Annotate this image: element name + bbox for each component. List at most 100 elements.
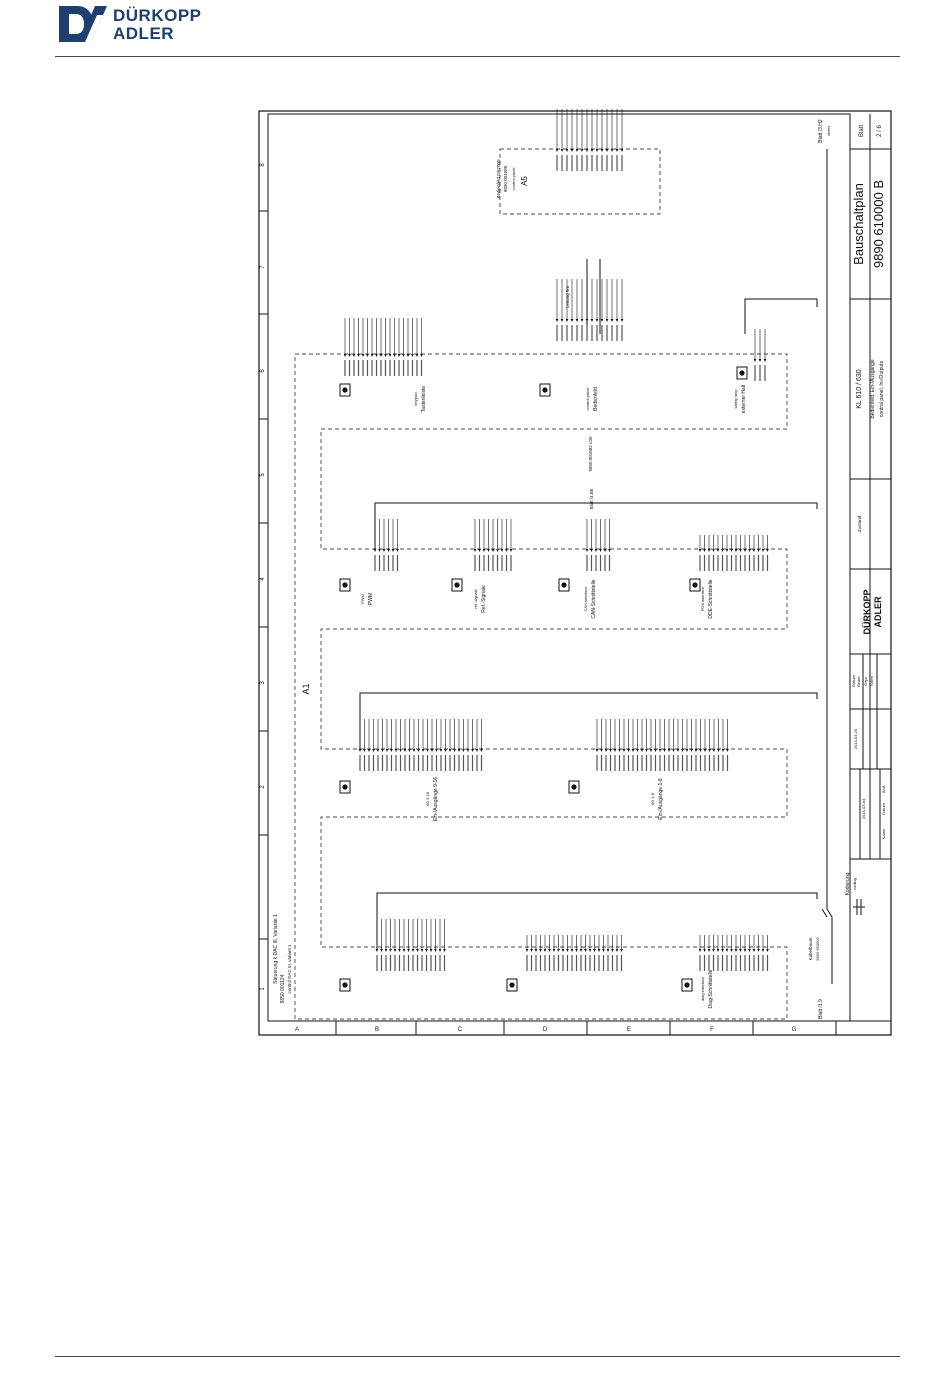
page-header: DÜRKOPP ADLER (0, 0, 950, 60)
description-de: Bedienfeld, Ein-/Ausgänge (870, 359, 876, 418)
pin-arrow (343, 354, 347, 357)
pin-arrow (726, 749, 729, 752)
machine-class: KL 610 / 630 (856, 369, 863, 409)
group-labels: Tastenleiste Bedienfeld externer Halt PW… (368, 384, 747, 1008)
pin-arrow (453, 749, 456, 752)
pin-arrow (555, 319, 559, 322)
pin-arrow (605, 319, 609, 322)
pin-arrow (752, 549, 756, 552)
pin-arrow (372, 749, 375, 752)
pin-arrow (721, 549, 724, 552)
pin-arrow (394, 749, 398, 752)
pin-arrow (539, 949, 542, 952)
row-letter-d: D (543, 1027, 548, 1033)
pin-arrow (667, 749, 671, 752)
controller-label-en: control DAC III, variant 1 (287, 944, 292, 994)
group-diag: Diag-Schnittstelle (708, 969, 714, 1008)
pin-arrow (382, 549, 386, 552)
pin-arrow (622, 749, 626, 752)
pin-arrow (730, 549, 733, 552)
pin-arrow (753, 359, 757, 362)
pin-arrow (393, 354, 396, 357)
pin-arrow (725, 949, 729, 952)
pin-arrow (509, 549, 513, 552)
row-letter-c: C (458, 1027, 463, 1033)
rev-label-aend: Änd. (881, 785, 886, 793)
pin-arrow (407, 949, 410, 952)
pin-arrow (636, 749, 639, 752)
pin-arrow (480, 749, 483, 752)
a1-label: A1 (301, 683, 311, 694)
title-block: Blatt 2 / 6 Bauschaltplan 9890 610000 B … (849, 114, 891, 1021)
pin-arrow (411, 354, 414, 357)
pin-arrow (761, 949, 765, 952)
wiring-diagram-sheet: A B C D E F G 8 7 6 5 4 3 2 1 (257, 109, 893, 1037)
pin-arrow (357, 354, 360, 357)
pin-arrow (580, 319, 584, 322)
coding-label-en: coding (852, 878, 857, 890)
pin-arrow (606, 949, 610, 952)
connector-glyph-dot-5 (692, 582, 698, 588)
pin-arrow (408, 749, 411, 752)
titleblock-label-norm: Norm (869, 675, 874, 685)
pin-arrow (645, 749, 648, 752)
pin-arrow (402, 354, 405, 357)
pin-arrow (721, 949, 724, 952)
pin-fan-5 (473, 519, 513, 571)
row-letters: A B C D E F G (295, 1027, 797, 1033)
pin-arrow (613, 749, 617, 752)
connector-glyph-dot-0 (342, 387, 348, 393)
blatt-ref-left-bottom: Blatt /1.9 (818, 999, 824, 1019)
pin-arrow (605, 149, 609, 152)
pin-arrow (730, 949, 733, 952)
pin-arrow (385, 749, 389, 752)
column-number-1: 1 (260, 987, 266, 991)
pin-arrow (610, 149, 614, 152)
pin-arrow (600, 149, 604, 152)
schematic-canvas: A B C D E F G 8 7 6 5 4 3 2 1 (258, 109, 892, 1036)
column-number-5: 5 (260, 473, 266, 477)
pin-arrow (393, 949, 397, 952)
pin-arrow (708, 749, 711, 752)
controller-number: 9850 001124 (280, 974, 286, 1003)
group-externer-halt-sub: safety stop (733, 389, 738, 409)
pin-arrow (716, 549, 720, 552)
pin-arrow (580, 149, 584, 152)
pin-arrow (491, 549, 495, 552)
pin-arrow (707, 549, 711, 552)
pin-arrow (585, 149, 589, 152)
pin-fan-12 (698, 935, 769, 971)
pin-arrow (748, 949, 751, 952)
pin-arrow (348, 354, 351, 357)
group-externer-halt: externer Halt (741, 384, 747, 413)
pin-arrow (380, 949, 383, 952)
column-number-3: 3 (260, 681, 266, 685)
pin-arrow (615, 149, 619, 152)
pin-fan-6 (585, 519, 611, 571)
pin-arrow (739, 549, 742, 552)
pin-arrow (590, 319, 594, 322)
column-number-4: 4 (260, 577, 266, 581)
pin-arrow (555, 149, 559, 152)
pin-arrow (370, 354, 374, 357)
pin-arrow (599, 549, 602, 552)
pin-arrow (575, 949, 578, 952)
pin-fan-9 (595, 719, 729, 771)
pin-arrow (717, 749, 720, 752)
row-letter-f: F (710, 1027, 714, 1033)
coding-label: Kodierung (845, 872, 851, 895)
connector-glyph-dot-2 (342, 582, 348, 588)
brand-name-line1: DÜRKOPP (113, 6, 202, 25)
brand-logo: DÜRKOPP ADLER (55, 4, 230, 46)
pin-arrow (358, 749, 362, 752)
pin-fan-11 (525, 935, 623, 971)
pin-arrow (384, 354, 387, 357)
pin-arrow (391, 549, 395, 552)
pin-arrow (608, 549, 611, 552)
pin-arrow (471, 749, 474, 752)
column-number-2: 2 (260, 785, 266, 789)
pin-arrow (707, 949, 711, 952)
pin-arrow (388, 354, 392, 357)
group-bedienfeld: Bedienfeld (593, 387, 599, 411)
pin-arrow (366, 354, 369, 357)
